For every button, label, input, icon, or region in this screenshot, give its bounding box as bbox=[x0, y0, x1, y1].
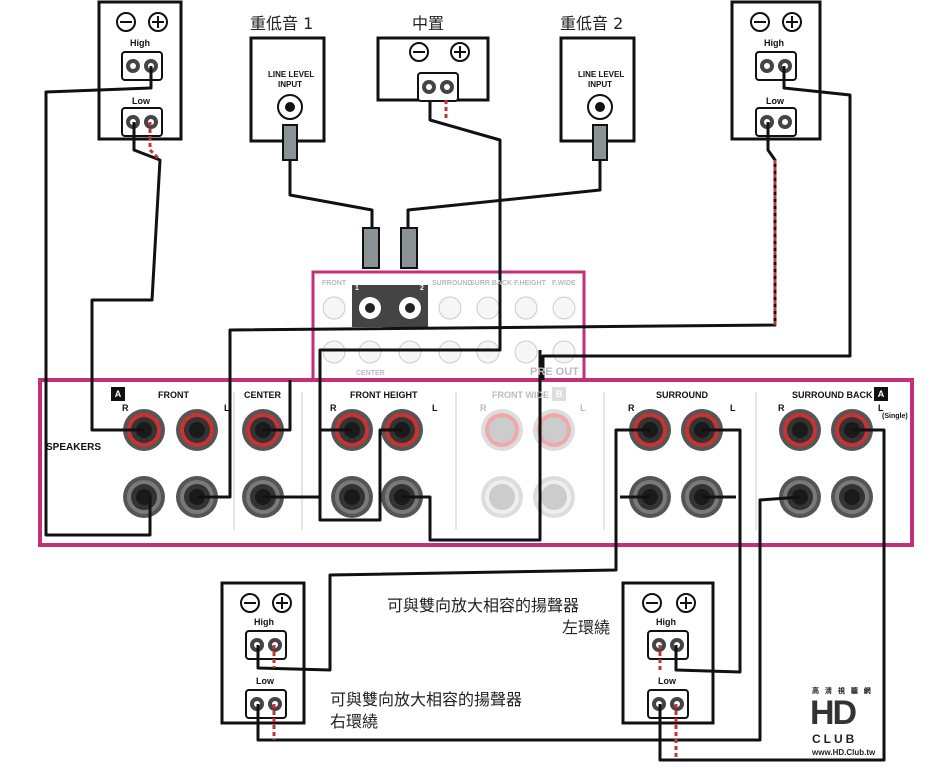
front-left-speaker bbox=[97, 0, 183, 141]
sur-l: L bbox=[730, 403, 736, 413]
fh-r: R bbox=[330, 403, 337, 413]
watermark-top: 高 清 視 聽 網 bbox=[812, 688, 873, 695]
speaker-wires bbox=[44, 66, 886, 762]
surround-right-speaker bbox=[220, 581, 306, 725]
rca-plugs bbox=[282, 124, 608, 269]
fh-l: L bbox=[432, 403, 438, 413]
sb-single: (Single) bbox=[882, 413, 908, 420]
fw-l: L bbox=[580, 403, 586, 413]
sb-l: L bbox=[878, 403, 884, 413]
subwoofer-1-box bbox=[249, 36, 326, 143]
surround-left-low-label: Low bbox=[658, 676, 676, 686]
fw-r: R bbox=[480, 403, 487, 413]
sub2-input-label-2: INPUT bbox=[588, 80, 612, 89]
badge-a-right: A bbox=[874, 387, 888, 401]
left-surround-caption-1: 可與雙向放大相容的揚聲器 bbox=[387, 596, 580, 615]
center-speaker-box bbox=[376, 36, 490, 102]
surround-right-low-label: Low bbox=[256, 676, 274, 686]
watermark-logo: HD bbox=[810, 694, 857, 732]
preout-sub-2: 2 bbox=[420, 285, 424, 292]
left-surround-caption-2: 左環繞 bbox=[562, 618, 611, 637]
front-left-high-label: High bbox=[130, 38, 150, 48]
center-title: 中置 bbox=[412, 14, 445, 33]
front-r: R bbox=[122, 403, 129, 413]
group-center: CENTER bbox=[244, 390, 282, 400]
subwoofer-2-box bbox=[559, 36, 636, 143]
subwoofer-2-title: 重低音 2 bbox=[560, 14, 624, 33]
preout-col-fwide: F.WIDE bbox=[552, 280, 576, 287]
group-front: FRONT bbox=[158, 390, 189, 400]
right-surround-caption-2: 右環繞 bbox=[330, 712, 379, 731]
speakers-label: SPEAKERS bbox=[46, 442, 102, 453]
surround-left-speaker bbox=[621, 581, 715, 725]
sb-r: R bbox=[778, 403, 785, 413]
preout-col-fheight: F.HEIGHT bbox=[514, 280, 546, 287]
preout-center-label: CENTER bbox=[356, 370, 385, 377]
receiver-panel bbox=[38, 378, 914, 547]
group-surround-back: SURROUND BACK bbox=[792, 390, 873, 400]
surround-right-high-label: High bbox=[254, 617, 274, 627]
subwoofer-1-title: 重低音 1 bbox=[250, 14, 314, 33]
badge-a-left: A bbox=[111, 387, 125, 401]
watermark-club: CLUB bbox=[812, 732, 858, 746]
front-right-high-label: High bbox=[764, 38, 784, 48]
watermark-url: www.HD.Club.tw bbox=[812, 748, 876, 757]
preout-sub-1: 1 bbox=[355, 285, 359, 292]
front-right-low-label: Low bbox=[766, 96, 784, 106]
preout-label: PRE OUT bbox=[530, 366, 579, 378]
sub1-input-label-1: LINE LEVEL bbox=[268, 70, 315, 79]
badge-b: B bbox=[552, 387, 566, 401]
preout-col-subwoofer: SUBWOOFER bbox=[368, 280, 415, 287]
front-left-low-label: Low bbox=[132, 96, 150, 106]
preout-col-front: FRONT bbox=[322, 280, 347, 287]
preout-col-surr-back: SURR BACK bbox=[470, 280, 512, 287]
sub2-input-label-1: LINE LEVEL bbox=[578, 70, 625, 79]
sur-r: R bbox=[628, 403, 635, 413]
right-surround-caption-1: 可與雙向放大相容的揚聲器 bbox=[330, 690, 523, 709]
front-l: L bbox=[224, 403, 230, 413]
group-front-wide: FRONT WIDE / bbox=[492, 390, 554, 400]
group-surround: SURROUND bbox=[656, 390, 709, 400]
preout-col-surround: SURROUND bbox=[432, 280, 473, 287]
front-right-speaker bbox=[730, 0, 822, 141]
surround-left-high-label: High bbox=[656, 617, 676, 627]
sub1-input-label-2: INPUT bbox=[278, 80, 302, 89]
group-front-height: FRONT HEIGHT bbox=[350, 390, 418, 400]
